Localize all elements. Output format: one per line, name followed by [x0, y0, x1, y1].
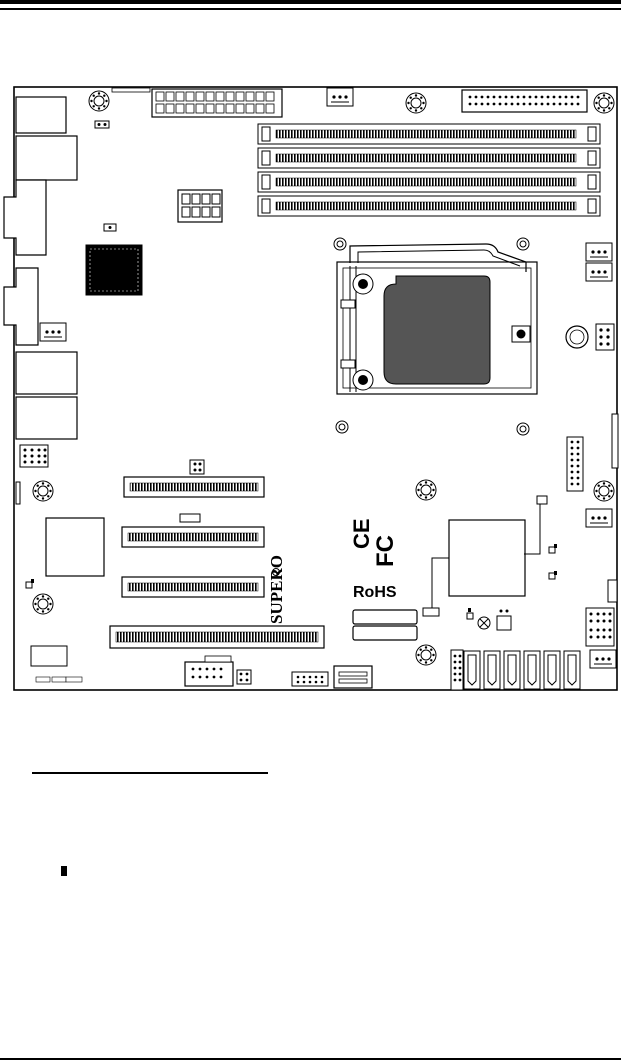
- led-left: [26, 579, 34, 588]
- usb-type-a-internal: [334, 666, 372, 688]
- battery: [566, 326, 588, 348]
- fc-mark: FC: [372, 535, 399, 567]
- fan-header-bottom-right: [590, 650, 616, 668]
- sata-port-6: [564, 651, 580, 689]
- small-chip-label: [180, 514, 200, 522]
- dimm-slots: [258, 124, 600, 216]
- jumper-block-bottom-right: [586, 608, 614, 646]
- rohs-mark: RoHS: [353, 584, 397, 601]
- sata-port-5: [544, 651, 560, 689]
- dimm-slot-1: [258, 124, 600, 144]
- fan-header-left: [40, 323, 66, 341]
- dimm-slot-2: [258, 148, 600, 168]
- super-io-chip: [86, 224, 142, 295]
- right-small-connector: [608, 580, 617, 602]
- pci-slot-long: [110, 626, 324, 648]
- jumper-block-left: [20, 445, 48, 467]
- sata-header-block: [451, 650, 463, 690]
- jumper-bottom-middle: [497, 610, 511, 631]
- bullet-mark: [61, 866, 67, 876]
- dimm-slot-4: [258, 196, 600, 216]
- led-chipset-1: [549, 544, 557, 553]
- supero-logo: SUPERO: [267, 555, 286, 624]
- lan-port-2: [16, 397, 77, 439]
- jumper-right-cpu: [596, 324, 614, 350]
- header-bottom-6pin: [292, 672, 328, 686]
- fan-header-right-2: [586, 263, 612, 281]
- pcie-slot-3: [122, 577, 264, 597]
- left-edge-connector: [16, 482, 20, 504]
- floppy-ide-header: [462, 90, 587, 112]
- right-edge-connector: [612, 414, 618, 468]
- usb-port-stack-1: [16, 97, 66, 133]
- msata-slot-1: [353, 610, 417, 624]
- section-underline: [32, 772, 268, 774]
- serial-port-connector: [4, 180, 46, 255]
- fan-header-right-1: [586, 243, 612, 261]
- led-chipset-2: [549, 571, 557, 579]
- usb-header-bottom: [185, 656, 233, 686]
- led-bottom: [467, 608, 473, 619]
- sata-port-2: [484, 651, 500, 689]
- lan-port-1: [16, 352, 77, 394]
- fan-header-right-3: [586, 509, 612, 527]
- vga-port-connector: [4, 268, 38, 345]
- sata-port-3: [504, 651, 520, 689]
- fan-header-top: [327, 88, 353, 106]
- jumper-bottom-usb: [237, 670, 251, 684]
- msata-slot-2: [353, 626, 417, 640]
- footer-rule: [0, 1058, 621, 1060]
- jumper-top-left: [95, 121, 109, 128]
- cpu-socket: [334, 238, 537, 435]
- sata-port-4: [524, 651, 540, 689]
- sata-port-1: [464, 651, 480, 689]
- ce-mark: CE: [349, 518, 374, 549]
- bottom-left-pads: [36, 677, 82, 682]
- pcie-slot-2: [122, 527, 264, 547]
- bios-chip: [31, 646, 67, 666]
- cpu-8pin-power: [178, 190, 222, 222]
- front-panel-header: [567, 437, 583, 491]
- jumper-above-slots: [190, 460, 204, 474]
- usb-port-stack-2: [16, 136, 77, 180]
- bmc-chip: [46, 518, 104, 576]
- pcie-slot-1: [124, 477, 264, 497]
- dimm-slot-3: [258, 172, 600, 192]
- pch-chipset: [423, 496, 547, 616]
- buzzer: [478, 617, 490, 629]
